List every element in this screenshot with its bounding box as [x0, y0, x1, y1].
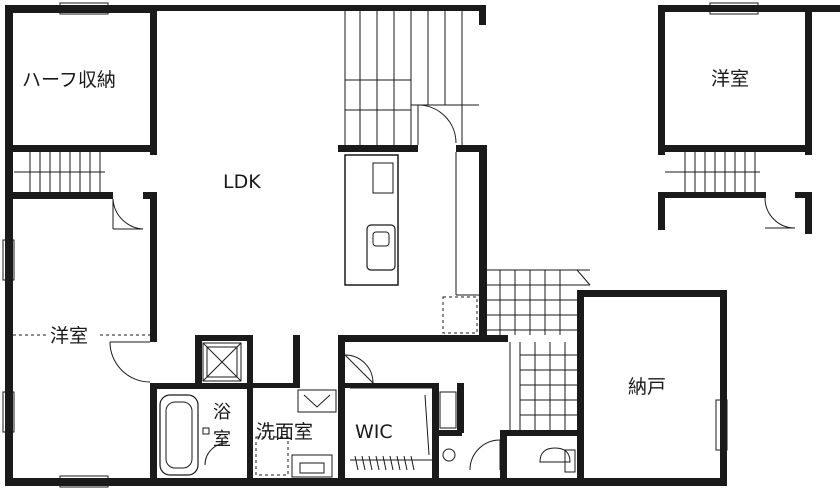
- entrance-tiles: [487, 269, 591, 430]
- label-half-storage: ハーフ収納: [22, 69, 116, 91]
- doors: [109, 197, 796, 471]
- walls: [5, 5, 840, 486]
- main-staircase: [344, 11, 479, 145]
- wic-hanging-rods: [350, 387, 432, 471]
- label-wic: WIC: [355, 421, 393, 443]
- label-bath-char-2: 室: [213, 429, 231, 450]
- small-stairs-right: [665, 152, 760, 192]
- label-storeroom: 納戸: [628, 376, 666, 398]
- label-bath-char-1: 浴: [213, 402, 231, 423]
- label-western-room-left: 洋室: [50, 325, 88, 347]
- bath-fixtures: [159, 342, 576, 478]
- kitchen-counter: [344, 152, 479, 334]
- label-washroom: 洗面室: [256, 421, 313, 443]
- windows: [2, 2, 759, 488]
- small-stairs-left: [14, 152, 105, 192]
- label-ldk: LDK: [223, 171, 261, 193]
- label-western-room-top-right: 洋室: [711, 68, 749, 90]
